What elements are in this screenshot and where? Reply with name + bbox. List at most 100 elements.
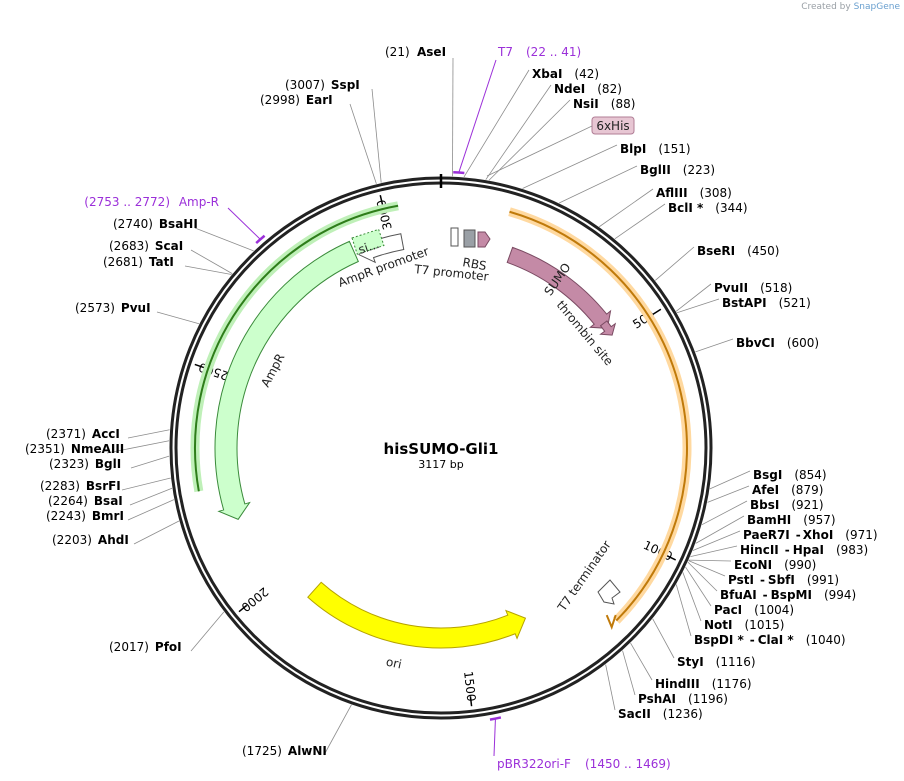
site-leader (654, 246, 695, 281)
site-label: PstI-SbfI(991) (728, 573, 839, 587)
site-label-paer7i[interactable]: PaeR7I-XhoI(971) (743, 528, 878, 542)
site-label-pvuii[interactable]: PvuII(518) (714, 281, 792, 295)
site-label-bsrfi[interactable]: (2283)BsrFI (40, 479, 121, 493)
site-position: (3007) (285, 78, 325, 92)
site-leader (194, 227, 254, 252)
site-leader (121, 477, 171, 491)
ampr-promoter-feature (358, 233, 405, 264)
site-label-bcli[interactable]: BclI *(344) (668, 201, 748, 215)
site-label-tati[interactable]: (2681) TatI (103, 255, 174, 269)
primer-name[interactable]: Amp-R (179, 195, 219, 209)
site-label-ahdi[interactable]: (2203)AhdI (52, 533, 129, 547)
site-leader (688, 560, 726, 577)
site-leader (349, 103, 377, 184)
site-label-afliii[interactable]: AflIII(308) (656, 186, 732, 200)
site-name: AlwNI (288, 744, 327, 758)
site-position: (42) (574, 67, 599, 81)
site-label-scai[interactable]: (2683)ScaI (109, 239, 183, 253)
site-label-styi[interactable]: StyI(1116) (677, 655, 756, 669)
site-name: BmrI (92, 509, 124, 523)
site-label-bmri[interactable]: (2243)BmrI (46, 509, 124, 523)
site-name: PvuI (121, 301, 151, 315)
site-position: (600) (787, 336, 819, 350)
site-leader (522, 144, 618, 189)
site-name: BstAPI (722, 296, 767, 310)
site-leader (599, 188, 654, 228)
site-position: (2681) (103, 255, 143, 269)
insert-arrowhead (605, 614, 617, 630)
site-label-econi[interactable]: EcoNI(990) (734, 558, 816, 572)
t7-promoter-box (450, 227, 459, 247)
site-label-bsai[interactable]: (2264)BsaI (48, 494, 123, 508)
site-dash: - (796, 528, 801, 542)
site-label: (2740)BsaHI (113, 217, 198, 231)
site-label-paci[interactable]: PacI(1004) (714, 603, 794, 617)
site-label-pfoi[interactable]: (2017)PfoI (109, 640, 182, 654)
site-leader (630, 642, 653, 681)
site-leader (614, 203, 666, 240)
site-label-bsgi[interactable]: BsgI(854) (753, 468, 827, 482)
site-dash: - (785, 543, 790, 557)
site-label-psti[interactable]: PstI-SbfI(991) (728, 573, 839, 587)
site-position: (1040) (806, 633, 846, 647)
site-label: (2371)AccI (46, 427, 120, 441)
site-label-pshai[interactable]: PshAI(1196) (638, 692, 728, 706)
site-label-bstapi[interactable]: BstAPI (521) (722, 296, 811, 310)
his-tag-label: 6xHis (596, 119, 629, 133)
site-label: (2203)AhdI (52, 533, 129, 547)
site-label-bgli[interactable]: (2323)BglI (49, 457, 121, 471)
site-label: (2681) TatI (103, 255, 174, 269)
site-label-pvui[interactable]: (2573)PvuI (75, 301, 151, 315)
site-label-sacii[interactable]: SacII(1236) (618, 707, 703, 721)
site-name-2: BspMI (771, 588, 812, 602)
site-label-hincii[interactable]: HincII-HpaI(983) (740, 543, 868, 557)
site-label-asei[interactable]: (21)AseI (385, 45, 446, 59)
site-label: (2573)PvuI (75, 301, 151, 315)
site-label-xbai[interactable]: XbaI(42) (532, 67, 599, 81)
site-name-2: XhoI (803, 528, 834, 542)
site-label-bfuai[interactable]: BfuAI-BspMI(994) (720, 588, 856, 602)
site-leader (156, 311, 200, 325)
primer-name[interactable]: T7 (497, 45, 513, 59)
site-label-bseri[interactable]: BseRI(450) (697, 244, 779, 258)
site-label: AfeI(879) (752, 483, 823, 497)
site-position: (521) (779, 296, 811, 310)
site-leader (133, 520, 180, 545)
site-leader-lines (106, 57, 751, 756)
site-name-2: HpaI (793, 543, 824, 557)
site-name: BbvCI (736, 336, 775, 350)
primer-name[interactable]: pBR322ori-F (497, 757, 571, 771)
site-label: (21)AseI (385, 45, 446, 59)
site-position: (518) (760, 281, 792, 295)
site-name: BglII (640, 163, 671, 177)
site-position: (2283) (40, 479, 80, 493)
site-label-nsii[interactable]: NsiI(88) (573, 97, 635, 111)
site-label-hindiii[interactable]: HindIII(1176) (655, 677, 752, 691)
site-name: TatI (149, 255, 174, 269)
site-label-eari[interactable]: (2998)EarI (260, 93, 333, 107)
site-label-sspi[interactable]: (3007)SspI (285, 78, 360, 92)
site-label: PaeR7I-XhoI(971) (743, 528, 878, 542)
site-label-bspdi[interactable]: BspDI *-ClaI *(1040) (694, 633, 846, 647)
site-label-noti[interactable]: NotI(1015) (704, 618, 784, 632)
site-leader (695, 515, 745, 544)
site-position: (223) (683, 163, 715, 177)
site-label-afei[interactable]: AfeI(879) (752, 483, 823, 497)
credit-brand: SnapGene (853, 2, 900, 12)
site-label-bsahi[interactable]: (2740)BsaHI (113, 217, 198, 231)
site-label-blpi[interactable]: BlpI(151) (620, 142, 691, 156)
site-label-alwni[interactable]: (1725)AlwNI (242, 744, 327, 758)
site-label-bglii[interactable]: BglII (223) (640, 163, 715, 177)
site-position: (2017) (109, 640, 149, 654)
site-label-bamhi[interactable]: BamHI(957) (747, 513, 836, 527)
site-label-bbvci[interactable]: BbvCI (600) (736, 336, 819, 350)
site-label-bbsi[interactable]: BbsI(921) (750, 498, 824, 512)
site-label-nmeaiii[interactable]: (2351)NmeAIII (25, 442, 124, 456)
site-name: AhdI (98, 533, 129, 547)
primer-mark (453, 171, 465, 175)
site-name: BsaHI (159, 217, 198, 231)
site-label-acci[interactable]: (2371)AccI (46, 427, 120, 441)
site-label-ndei[interactable]: NdeI(82) (554, 82, 622, 96)
